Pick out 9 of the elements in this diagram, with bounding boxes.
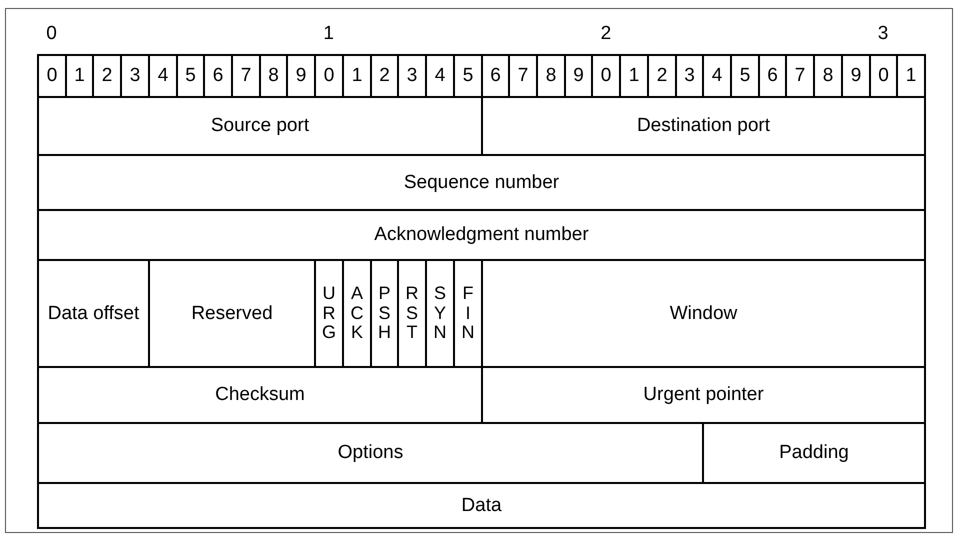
- bit-number-cell: 0: [37, 54, 67, 98]
- header-field-cell: Data: [37, 482, 926, 529]
- header-field-cell: Acknowledgment number: [37, 209, 926, 261]
- byte-offset-label: 1: [322, 24, 335, 43]
- bit-number-cell: 1: [896, 54, 926, 98]
- byte-offset-label: 0: [45, 24, 58, 43]
- byte-offset-label: 2: [600, 24, 612, 43]
- header-field-cell: Sequence number: [37, 154, 926, 211]
- byte-offset-label: 3: [876, 24, 890, 43]
